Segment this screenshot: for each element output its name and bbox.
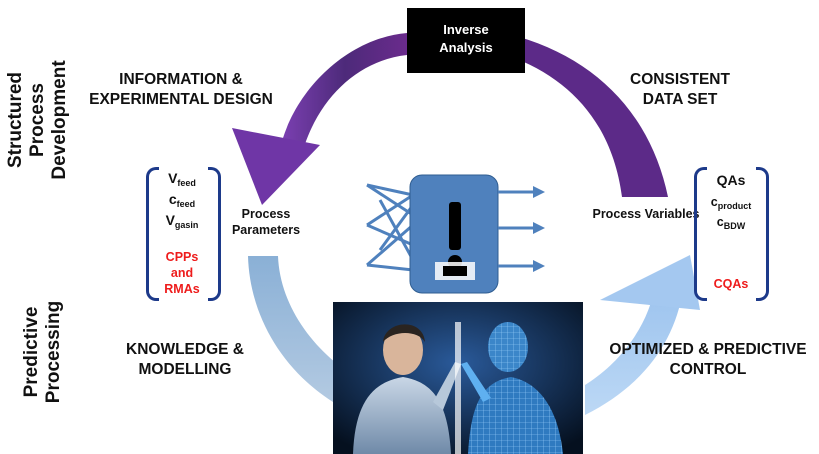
blue-right-arrow <box>585 285 683 415</box>
left-bracket <box>146 167 159 301</box>
human-head <box>383 325 423 375</box>
information-experimental-design-label: INFORMATION & EXPERIMENTAL DESIGN <box>89 71 273 108</box>
blue-arrowhead <box>600 255 700 310</box>
qas-label: QAs <box>716 172 746 188</box>
consistent-data-set-label: CONSISTENT DATA SET <box>630 71 730 108</box>
process-variable-list: QAs cproduct cBDW CQAs <box>700 172 762 292</box>
process-parameters-label: Process Parameters <box>231 207 301 237</box>
purple-arrowhead <box>232 128 320 205</box>
v-feed: Vfeed <box>168 170 196 188</box>
v-gasin: Vgasin <box>165 212 199 230</box>
c-product: cproduct <box>710 195 752 211</box>
and-label: and <box>170 266 194 280</box>
rmas-label: RMAs <box>164 282 200 296</box>
knowledge-modelling-label: KNOWLEDGE & MODELLING <box>126 341 244 378</box>
cpps-label: CPPs <box>165 250 199 264</box>
purple-top-arrow <box>490 32 668 197</box>
c-bdw: cBDW <box>716 215 746 231</box>
purple-top-arrow-left <box>283 33 407 144</box>
human-body <box>353 377 451 454</box>
optimized-predictive-control-label: OPTIMIZED & PREDICTIVE CONTROL <box>609 341 807 378</box>
left-bracket-close <box>208 167 221 301</box>
model-graphic <box>366 174 545 294</box>
right-bracket <box>694 167 707 301</box>
inverse-analysis-box: Inverse Analysis <box>407 8 525 73</box>
process-variables-label: Process Variables <box>592 207 700 221</box>
c-feed: cfeed <box>168 191 196 209</box>
human-digital-twin-image <box>333 302 583 454</box>
cqas-label: CQAs <box>713 277 749 291</box>
process-parameter-list: Vfeed cfeed Vgasin CPPs and RMAs <box>152 170 212 297</box>
right-bracket-close <box>756 167 769 301</box>
